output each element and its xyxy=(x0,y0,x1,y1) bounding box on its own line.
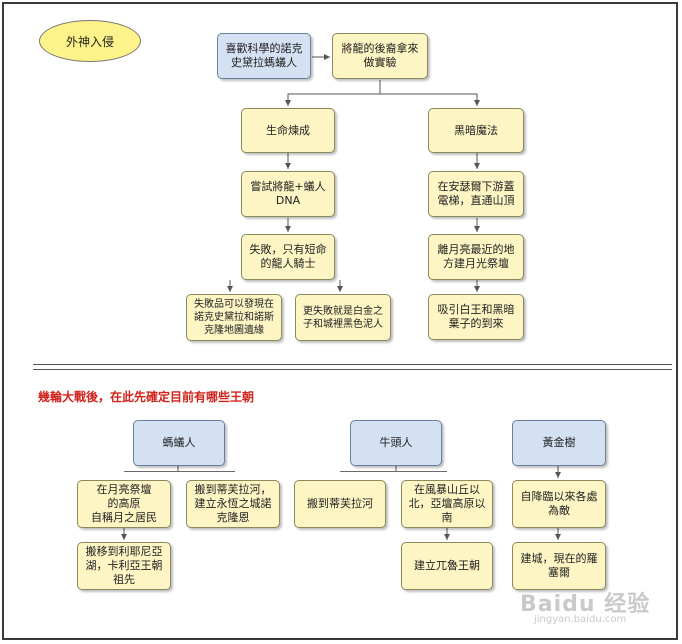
siofra-box: 搬到蒂芙拉河 xyxy=(294,480,386,528)
experiment-box: 將龍的後裔拿來 做實驗 xyxy=(332,33,428,79)
bull-people-head: 牛頭人 xyxy=(350,420,442,466)
dark-magic-box: 黑暗魔法 xyxy=(428,108,524,153)
section-divider-bottom xyxy=(33,369,672,370)
attract-kings-box: 吸引白王和黑暗 棄子的到來 xyxy=(428,294,524,340)
moon-residents-box: 在月亮祭壇 的高原 自稱月之居民 xyxy=(77,480,171,528)
section-title: 幾輪大戰後，在此先確定目前有哪些王朝 xyxy=(38,390,255,404)
failure-location-box: 失敗品可以發現在 諾克史黛拉和諾斯 克隆地圖遺緣 xyxy=(186,294,282,341)
baidu-watermark: Baidu 经验 xyxy=(520,592,651,617)
leyndell-box: 建城，現在的羅 塞爾 xyxy=(512,542,606,590)
golden-tree-head: 黃金樹 xyxy=(512,420,606,466)
col2-branch-line xyxy=(340,471,447,472)
carian-ancestor-box: 搬移到利耶尼亞 湖，卡利亞王朝 祖先 xyxy=(77,542,171,590)
nokron-box: 搬到蒂芙拉河， 建立永恆之城諾 克隆恩 xyxy=(186,480,280,528)
dragon-knight-box: 失敗，只有短命 的龍人騎士 xyxy=(241,234,335,280)
hostile-box: 自降臨以來各處 為敵 xyxy=(512,480,606,528)
life-alchemy-box: 生命煉成 xyxy=(241,108,335,153)
worse-failure-box: 更失敗就是白金之 子和城裡黑色泥人 xyxy=(295,294,391,341)
moonlight-altar-box: 離月亮最近的地 方建月光祭壇 xyxy=(428,234,524,280)
uhl-dynasty-box: 建立兀魯王朝 xyxy=(401,542,493,590)
elevator-box: 在安瑟爾下游蓋 電梯，直通山頂 xyxy=(428,171,524,217)
section-divider-top xyxy=(33,364,672,365)
ant-people-head: 螞蟻人 xyxy=(133,420,225,466)
invasion-oval: 外神入侵 xyxy=(39,20,141,62)
scientist-box: 喜歡科學的諾克 史黛拉螞蟻人 xyxy=(217,33,311,79)
dna-attempt-box: 嘗試將龍+蟻人 DNA xyxy=(241,171,335,217)
stormhill-box: 在風暴山丘以 北，亞壇高原以 南 xyxy=(401,480,493,528)
col1-branch-line xyxy=(124,471,235,472)
watermark-url: jingyan.baidu.com xyxy=(534,614,627,625)
